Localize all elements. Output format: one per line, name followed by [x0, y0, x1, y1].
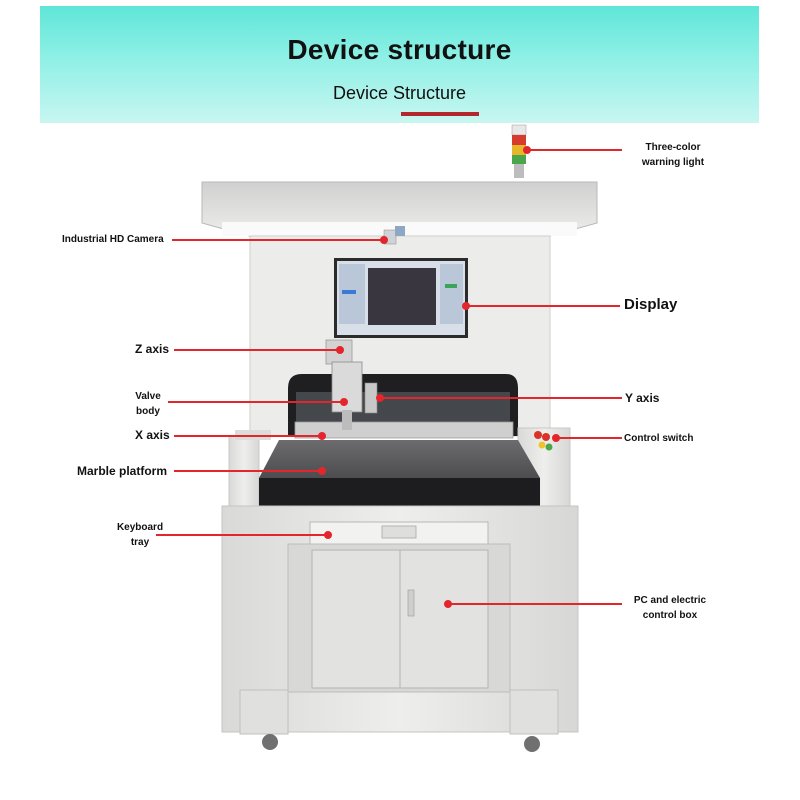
label-line: PC and electric	[633, 595, 707, 606]
label-control-switch: Control switch	[624, 433, 694, 444]
label-line: control box	[642, 610, 698, 621]
label-keyboard-tray: Keyboard tray	[110, 520, 170, 550]
x-axis-beam	[294, 421, 514, 439]
label-industrial-hd-camera: Industrial HD Camera	[62, 234, 164, 245]
page-subtitle: Device Structure	[332, 83, 467, 103]
page-title: Device structure	[287, 34, 512, 65]
label-line: warning light	[641, 157, 705, 168]
label-line: Keyboard	[116, 522, 164, 533]
label-line: Three-color	[645, 142, 701, 153]
label-display: Display	[624, 296, 678, 313]
label-x-axis: X axis	[135, 428, 170, 442]
subtitle-underline	[401, 112, 479, 116]
label-z-axis: Z axis	[135, 342, 170, 356]
cabinet-door-right	[399, 549, 489, 689]
label-line: Valve	[135, 391, 161, 402]
marble-platform	[259, 440, 540, 478]
label-line: tray	[130, 537, 150, 548]
label-valve-body: Valve body	[128, 389, 168, 419]
cabinet-door-left	[311, 549, 401, 689]
label-three-color-warning-light: Three-color warning light	[628, 140, 718, 170]
display-monitor	[334, 258, 468, 338]
label-y-axis: Y axis	[625, 391, 660, 405]
label-pc-electric-control-box: PC and electric control box	[626, 593, 714, 623]
warning-light-tower	[511, 124, 527, 178]
label-line: body	[136, 406, 160, 417]
label-marble-platform: Marble platform	[77, 464, 168, 478]
control-switch-buttons	[534, 431, 553, 451]
callout-lines	[156, 146, 622, 608]
header-banner: Device structure Device Structure	[40, 6, 759, 123]
